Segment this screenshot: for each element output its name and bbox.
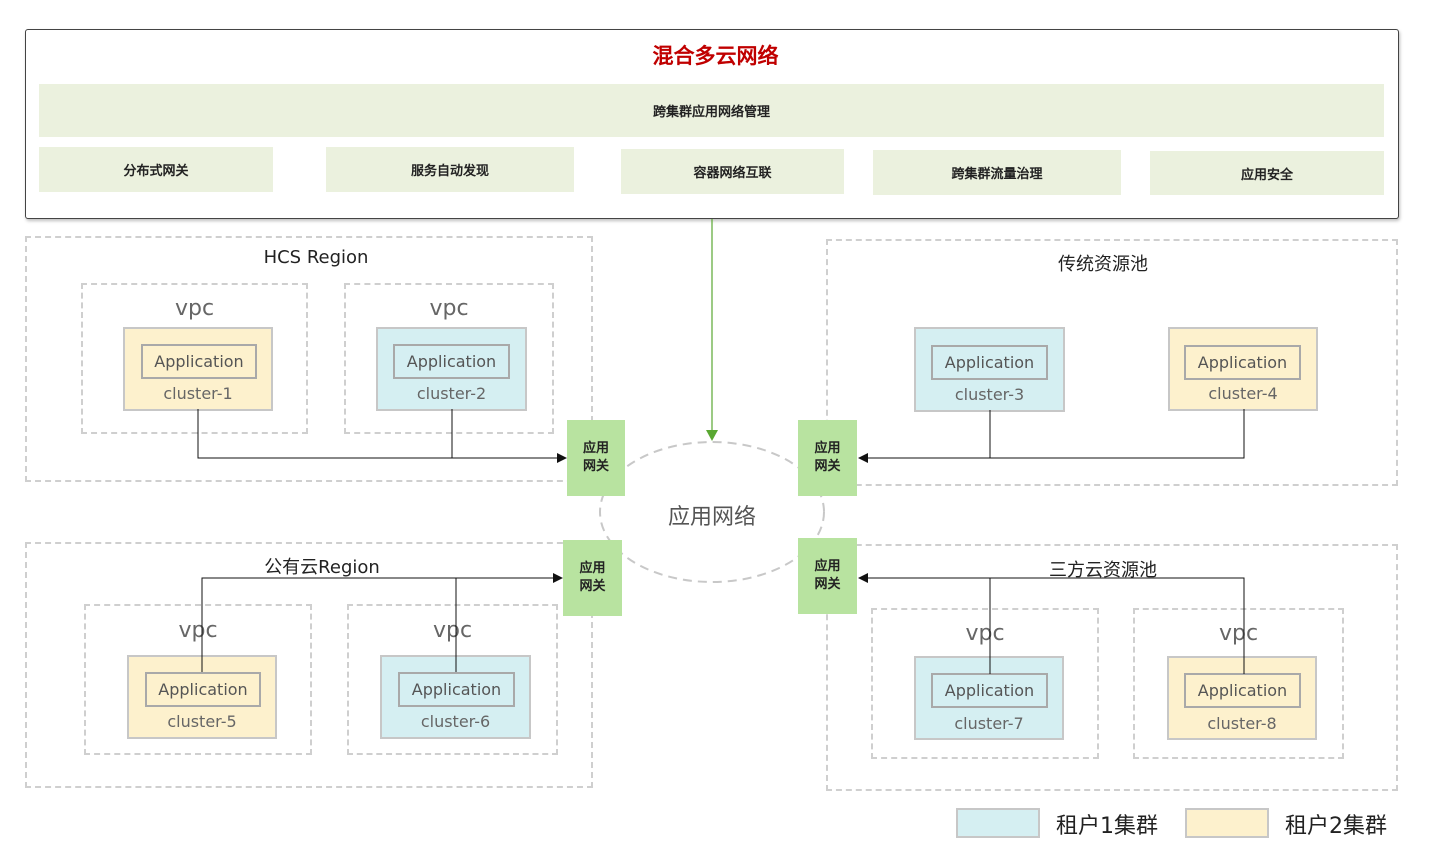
feature-traffic-governance: 跨集群流量治理 [873,150,1121,195]
legend-label-tenant-2: 租户2集群 [1285,814,1387,839]
panel-to-network-arrowhead [706,430,718,441]
vpc-1: vpc [81,283,308,434]
region-title-hcs: HCS Region [263,247,369,268]
cluster-name: cluster-2 [416,384,487,403]
vpc-6: vpc [347,604,558,755]
app-network-ellipse [599,441,825,583]
cluster-name: cluster-6 [420,712,491,731]
gateway-label-2: 网关 [582,459,609,474]
vpc-7: vpc [871,608,1099,759]
cluster-3-box: Application cluster-3 [914,327,1065,412]
region-traditional-pool [826,239,1398,486]
cross-cluster-management-bar: 跨集群应用网络管理 [39,84,1384,137]
cluster-name: cluster-5 [167,712,237,731]
gateway-label-1: 应用 [579,561,606,576]
vpc-label: vpc [965,621,1005,646]
vpc-8: vpc [1133,608,1344,759]
cluster-2-box: Application cluster-2 [376,327,527,411]
gateway-hcs: 应用网关 [567,420,625,496]
application-box: Application [393,344,510,379]
region-title-public: 公有云Region [264,557,380,578]
feature-app-security: 应用安全 [1150,151,1384,195]
vpc-label: vpc [432,618,473,643]
vpc-2: vpc [344,283,554,434]
gateway-third-party: 应用网关 [798,538,857,614]
application-box: Application [398,672,515,707]
gateway-label-1: 应用 [814,441,841,456]
cluster-name: cluster-7 [954,714,1024,733]
vpc-label: vpc [1218,621,1259,646]
gateway-public: 应用网关 [563,540,622,616]
gateway-label-2: 网关 [814,459,841,474]
cluster-1-link [197,409,567,463]
cluster-8-box: Application cluster-8 [1167,656,1317,740]
region-hcs [25,236,593,482]
application-box: Application [141,344,257,379]
cluster-8-link [858,573,1245,674]
legend-label-tenant-1: 租户1集群 [1056,814,1158,839]
vpc-label: vpc [429,296,469,321]
feature-container-interconnect: 容器网络互联 [621,149,844,194]
feature-service-discovery: 服务自动发现 [326,147,574,192]
region-third-party [826,544,1398,791]
legend-swatch-tenant-1 [956,808,1040,838]
gateway-label-1: 应用 [582,441,609,456]
region-title-traditional: 传统资源池 [1058,254,1148,275]
cluster-7-box: Application cluster-7 [914,656,1064,740]
cluster-name: cluster-4 [1208,384,1278,403]
gateway-traditional: 应用网关 [798,420,857,496]
cluster-name: cluster-3 [954,385,1025,404]
application-box: Application [145,672,261,707]
application-box: Application [1184,673,1301,708]
gateway-label-1: 应用 [814,559,841,574]
cluster-4-box: Application cluster-4 [1168,327,1318,411]
region-public-cloud [25,542,593,788]
region-title-third-party: 三方云资源池 [1049,560,1157,581]
vpc-5: vpc [84,604,312,755]
gateway-label-2: 网关 [814,577,841,592]
app-network-label: 应用网络 [667,505,756,530]
legend-swatch-tenant-2 [1185,808,1269,838]
cluster-name: cluster-1 [163,384,233,403]
cluster-5-link [201,573,563,672]
vpc-label: vpc [178,618,218,643]
feature-distributed-gateway: 分布式网关 [39,147,273,192]
gateway-label-2: 网关 [579,579,606,594]
panel-title: 混合多云网络 [652,44,779,68]
application-box: Application [931,345,1048,380]
application-box: Application [1184,345,1301,380]
cluster-4-link [858,409,1245,463]
cluster-name: cluster-8 [1207,714,1277,733]
vpc-label: vpc [174,296,215,321]
